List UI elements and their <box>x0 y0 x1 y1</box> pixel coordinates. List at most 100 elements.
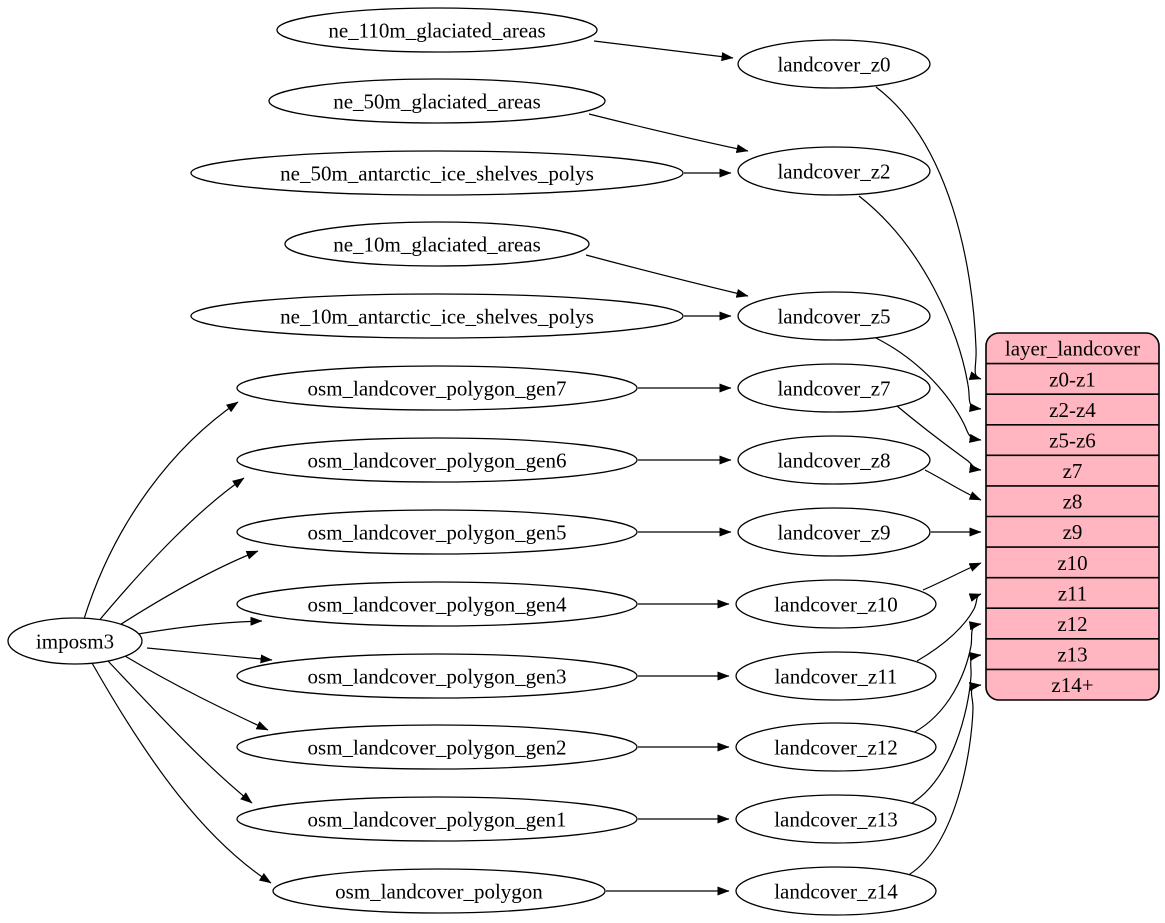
node-label: landcover_z2 <box>777 159 890 183</box>
node-osm-landcover-polygon: osm_landcover_polygon <box>272 868 606 914</box>
node-landcover-z10: landcover_z10 <box>735 579 937 629</box>
edge-z12-row <box>912 621 982 734</box>
table-row-z10: z10 <box>1057 551 1087 575</box>
node-landcover-z12: landcover_z12 <box>735 722 937 772</box>
edge-ne110m-z0 <box>593 40 734 62</box>
node-osm-landcover-polygon-gen3: osm_landcover_polygon_gen3 <box>236 653 638 699</box>
node-shape <box>272 868 606 914</box>
node-shape <box>236 724 638 770</box>
node-label: landcover_z13 <box>774 807 898 831</box>
node-label: ne_10m_antarctic_ice_shelves_polys <box>280 304 594 328</box>
node-label: osm_landcover_polygon_gen2 <box>308 735 567 759</box>
node-label: landcover_z0 <box>777 52 890 76</box>
node-landcover-z8: landcover_z8 <box>737 435 931 485</box>
node-shape <box>276 7 598 53</box>
edge-z0-row <box>875 86 982 380</box>
node-shape <box>236 365 638 411</box>
edge-imposm3-gen2 <box>124 655 269 731</box>
node-osm-landcover-polygon-gen2: osm_landcover_polygon_gen2 <box>236 724 638 770</box>
node-label: ne_10m_glaciated_areas <box>333 232 541 256</box>
edge-imposm3-gen7 <box>83 401 239 620</box>
node-ne-10m-glaciated-areas: ne_10m_glaciated_areas <box>284 221 590 267</box>
node-shape <box>737 39 931 89</box>
node-label: landcover_z14 <box>774 879 898 903</box>
node-shape <box>735 866 937 916</box>
table-row-z0-z1: z0-z1 <box>1049 367 1096 391</box>
node-osm-landcover-polygon-gen7: osm_landcover_polygon_gen7 <box>236 365 638 411</box>
edge-z14-row <box>904 682 982 878</box>
table-row-z11: z11 <box>1058 581 1088 605</box>
edge-imposm3-polygon <box>91 662 272 884</box>
node-landcover-z5: landcover_z5 <box>737 291 931 341</box>
node-shape <box>735 794 937 844</box>
edges-imposm3-fan <box>83 401 273 884</box>
table-row-z5-z6: z5-z6 <box>1049 428 1096 452</box>
edge-z5-row <box>875 337 982 443</box>
table-row-z14plus: z14+ <box>1051 673 1093 697</box>
edge-imposm3-gen3 <box>146 647 273 664</box>
table-row-z2-z4: z2-z4 <box>1049 398 1096 422</box>
edge-z10-row <box>922 562 982 591</box>
node-label: ne_50m_glaciated_areas <box>333 89 541 113</box>
node-label: landcover_z9 <box>777 520 890 544</box>
node-label: landcover_z7 <box>777 376 890 400</box>
node-shape <box>737 146 931 196</box>
node-landcover-z11: landcover_z11 <box>735 651 937 701</box>
node-label: osm_landcover_polygon <box>335 879 543 903</box>
edge-z11-row <box>916 593 982 662</box>
node-landcover-z9: landcover_z9 <box>737 507 931 557</box>
node-label: osm_landcover_polygon_gen7 <box>308 376 567 400</box>
node-label: landcover_z11 <box>775 664 898 688</box>
node-shape <box>190 150 684 196</box>
node-ne-50m-antarctic-ice-shelves-polys: ne_50m_antarctic_ice_shelves_polys <box>190 150 684 196</box>
node-osm-landcover-polygon-gen4: osm_landcover_polygon_gen4 <box>236 581 638 627</box>
node-landcover-z7: landcover_z7 <box>737 363 931 413</box>
table-row-z12: z12 <box>1057 612 1087 636</box>
table-row-z8: z8 <box>1063 490 1083 514</box>
node-shape <box>735 579 937 629</box>
node-osm-landcover-polygon-gen6: osm_landcover_polygon_gen6 <box>236 437 638 483</box>
edge-z8-row <box>924 469 982 501</box>
node-imposm3: imposm3 <box>7 617 143 665</box>
table-layer-landcover: layer_landcover z0-z1 z2-z4 z5-z6 z7 z8 … <box>985 332 1160 701</box>
node-shape <box>737 507 931 557</box>
node-shape <box>190 293 684 339</box>
node-landcover-z0: landcover_z0 <box>737 39 931 89</box>
edges-source-to-intermediate <box>585 40 749 896</box>
node-ne-50m-glaciated-areas: ne_50m_glaciated_areas <box>268 78 606 124</box>
node-label: ne_110m_glaciated_areas <box>328 18 545 42</box>
node-label: landcover_z10 <box>774 592 898 616</box>
node-imposm3-label: imposm3 <box>36 629 114 653</box>
node-landcover-z14: landcover_z14 <box>735 866 937 916</box>
node-label: landcover_z5 <box>777 304 890 328</box>
node-label: landcover_z12 <box>774 735 898 759</box>
node-label: ne_50m_antarctic_ice_shelves_polys <box>280 161 594 185</box>
edge-imposm3-gen6 <box>96 477 245 624</box>
table-row-z13: z13 <box>1057 642 1087 666</box>
table-row-z7: z7 <box>1063 459 1083 483</box>
node-label: osm_landcover_polygon_gen6 <box>308 448 567 472</box>
node-shape <box>735 722 937 772</box>
table-title: layer_landcover <box>1005 337 1140 361</box>
node-label: osm_landcover_polygon_gen4 <box>308 592 567 616</box>
edge-ne10m-glaciated-z5 <box>585 254 749 298</box>
node-shape <box>236 437 638 483</box>
node-shape <box>737 363 931 413</box>
node-ne-10m-antarctic-ice-shelves-polys: ne_10m_antarctic_ice_shelves_polys <box>190 293 684 339</box>
node-shape <box>735 651 937 701</box>
node-landcover-z13: landcover_z13 <box>735 794 937 844</box>
node-imposm3-shape <box>7 617 143 665</box>
node-shape <box>236 581 638 627</box>
node-label: osm_landcover_polygon_gen3 <box>308 664 567 688</box>
edge-imposm3-gen4 <box>137 616 263 635</box>
table-row-z9: z9 <box>1063 520 1083 544</box>
edge-imposm3-gen1 <box>107 660 253 804</box>
edge-imposm3-gen5 <box>114 550 259 629</box>
node-label: osm_landcover_polygon_gen1 <box>308 807 567 831</box>
node-landcover-z2: landcover_z2 <box>737 146 931 196</box>
node-label: osm_landcover_polygon_gen5 <box>308 520 567 544</box>
edges-intermediate-to-table <box>858 86 982 878</box>
node-shape <box>737 291 931 341</box>
node-shape <box>268 78 606 124</box>
